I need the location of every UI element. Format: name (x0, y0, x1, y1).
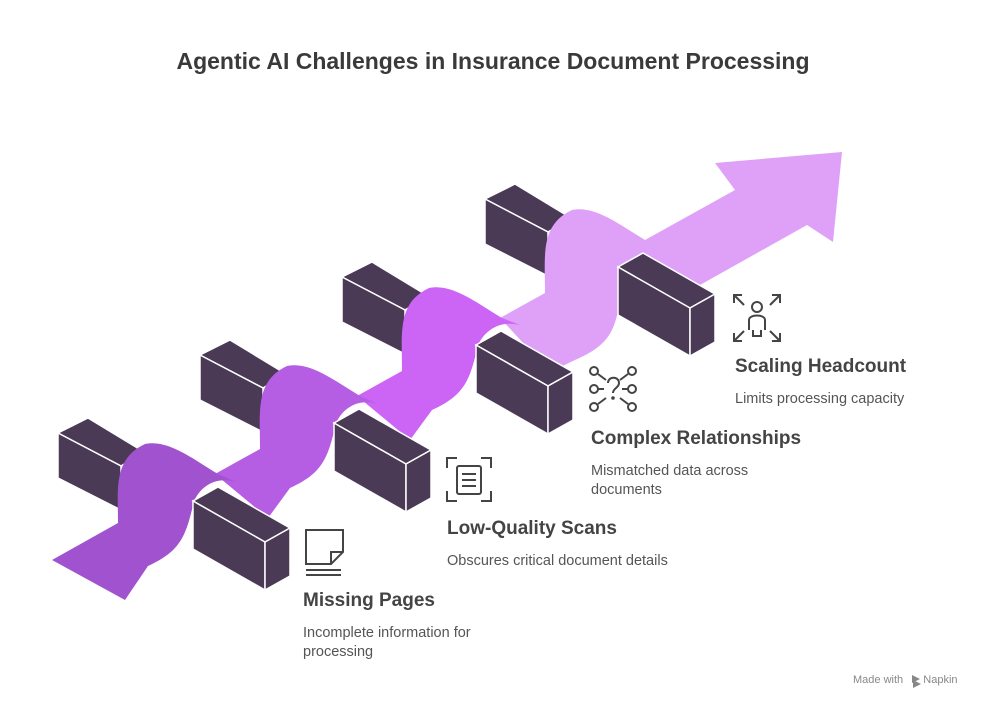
network-question-icon (589, 366, 637, 412)
person-expand-icon (733, 294, 781, 342)
napkin-logo-icon (912, 675, 921, 688)
made-with-footer[interactable]: Made with Napkin (853, 674, 958, 686)
napkin-brand-label: Napkin (923, 674, 958, 686)
ribbon-segment-1 (52, 443, 236, 600)
missing-page-icon (305, 529, 344, 576)
document-scan-icon (446, 457, 492, 502)
block-front-3 (474, 330, 575, 436)
item-desc-scaling-headcount: Limits processing capacity (735, 391, 905, 407)
item-title-low-quality-scans: Low-Quality Scans (447, 518, 617, 539)
item-title-complex-relationships: Complex Relationships (591, 428, 802, 449)
block-front-1 (191, 486, 292, 592)
ribbon-segment-4 (500, 152, 842, 372)
item-desc-complex-relationships: Mismatched data across documents (591, 463, 749, 498)
item-desc-missing-pages: Incomplete information for processing (303, 625, 471, 660)
ribbon-segment-3 (357, 287, 520, 440)
block-front-2 (332, 408, 433, 514)
item-title-scaling-headcount: Scaling Headcount (735, 356, 907, 377)
item-desc-low-quality-scans: Obscures critical document details (447, 553, 668, 569)
page-title: Agentic AI Challenges in Insurance Docum… (176, 48, 810, 74)
item-title-missing-pages: Missing Pages (303, 590, 435, 611)
made-with-label: Made with (853, 674, 904, 686)
ribbon-segment-2 (215, 365, 378, 518)
block-front-4 (616, 252, 717, 358)
